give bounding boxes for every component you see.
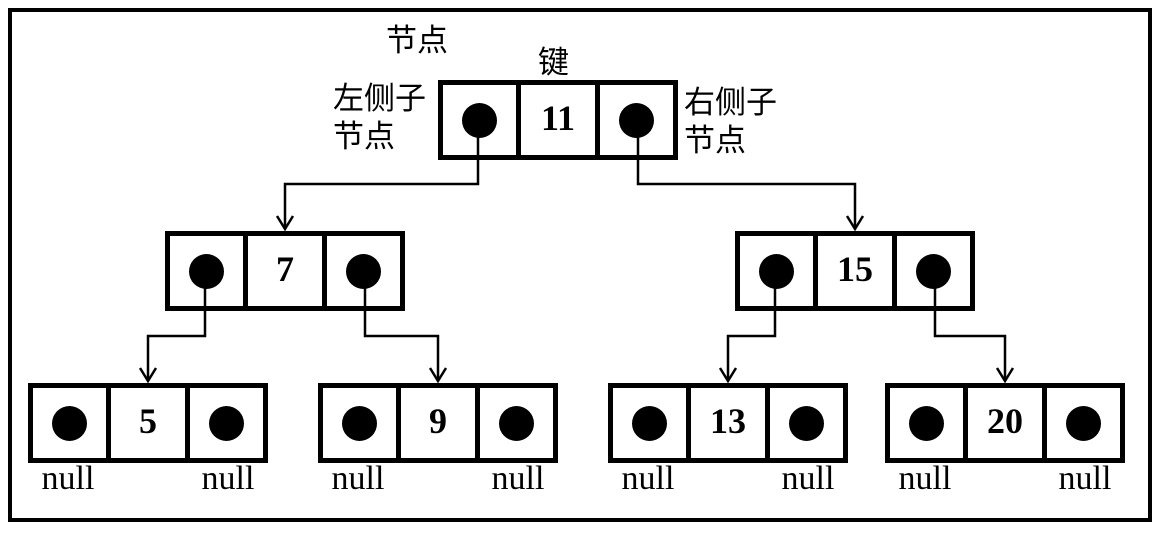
null-label: null bbox=[491, 460, 545, 497]
node-key: 9 bbox=[401, 388, 480, 458]
tree-node-13: 13 bbox=[608, 383, 848, 463]
right-pointer-icon bbox=[788, 405, 824, 441]
right-pointer-cell bbox=[1046, 388, 1120, 458]
right-pointer-icon bbox=[1065, 405, 1101, 441]
tree-node-root: 11 bbox=[438, 80, 678, 160]
left-pointer-cell bbox=[613, 388, 692, 458]
node-key: 5 bbox=[111, 388, 190, 458]
tree-node-20: 20 bbox=[885, 383, 1125, 463]
left-pointer-cell bbox=[323, 388, 402, 458]
right-child-annotation-line1: 右侧子 bbox=[684, 85, 777, 120]
left-child-annotation-line2: 节点 bbox=[333, 119, 395, 154]
right-pointer-cell bbox=[189, 388, 263, 458]
node-key: 20 bbox=[968, 388, 1047, 458]
tree-node-9: 9 bbox=[318, 383, 558, 463]
left-pointer-icon bbox=[52, 405, 88, 441]
node-key: 11 bbox=[521, 85, 600, 155]
null-label: null bbox=[201, 460, 255, 497]
null-label: null bbox=[1058, 460, 1112, 497]
left-pointer-icon bbox=[909, 405, 945, 441]
right-pointer-icon bbox=[498, 405, 534, 441]
left-pointer-icon bbox=[632, 405, 668, 441]
right-pointer-icon bbox=[915, 253, 951, 289]
null-label: null bbox=[781, 460, 835, 497]
tree-node-7: 7 bbox=[165, 231, 405, 311]
node-key: 13 bbox=[691, 388, 770, 458]
right-pointer-icon bbox=[345, 253, 381, 289]
node-key: 15 bbox=[818, 236, 897, 306]
right-pointer-cell bbox=[769, 388, 843, 458]
key-annotation-label: 键 bbox=[538, 45, 569, 80]
left-pointer-icon bbox=[342, 405, 378, 441]
tree-node-15: 15 bbox=[735, 231, 975, 311]
right-pointer-cell bbox=[326, 236, 400, 306]
right-child-annotation-line2: 节点 bbox=[684, 123, 746, 158]
right-pointer-cell bbox=[599, 85, 673, 155]
right-pointer-icon bbox=[208, 405, 244, 441]
left-pointer-cell bbox=[740, 236, 819, 306]
right-pointer-cell bbox=[896, 236, 970, 306]
null-label: null bbox=[621, 460, 675, 497]
tree-node-5: 5 bbox=[28, 383, 268, 463]
left-pointer-cell bbox=[33, 388, 112, 458]
left-pointer-cell bbox=[890, 388, 969, 458]
right-pointer-icon bbox=[618, 102, 654, 138]
node-annotation-label: 节点 bbox=[386, 23, 448, 58]
left-pointer-cell bbox=[170, 236, 249, 306]
left-pointer-cell bbox=[443, 85, 522, 155]
left-child-annotation-line1: 左侧子 bbox=[333, 81, 426, 116]
left-pointer-icon bbox=[189, 253, 225, 289]
null-label: null bbox=[898, 460, 952, 497]
left-pointer-icon bbox=[759, 253, 795, 289]
null-label: null bbox=[41, 460, 95, 497]
node-key: 7 bbox=[248, 236, 327, 306]
left-pointer-icon bbox=[462, 102, 498, 138]
left-child-annotation-label: 左侧子 节点 bbox=[333, 80, 426, 156]
right-child-annotation-label: 右侧子 节点 bbox=[684, 84, 777, 160]
right-pointer-cell bbox=[479, 388, 553, 458]
null-label: null bbox=[331, 460, 385, 497]
